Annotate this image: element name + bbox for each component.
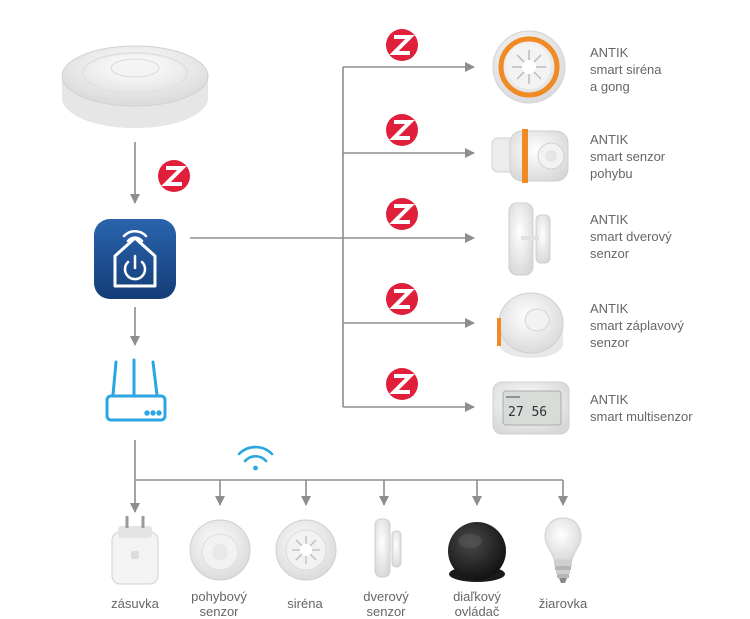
zigbee-door-sensor-device	[508, 202, 551, 276]
zigbee-icon	[386, 283, 418, 315]
device-name-line2: senzor	[590, 246, 630, 261]
device-name-line1: smart záplavový	[590, 318, 684, 333]
wifi-device-label-remote: diaľkový ovládač	[432, 589, 522, 619]
device-name-line1: smart siréna	[590, 62, 662, 77]
svg-text:27 56: 27 56	[508, 405, 547, 420]
zigbee-device-label-multisensor: ANTIK smart multisenzor	[590, 391, 693, 425]
device-brand: ANTIK	[590, 45, 629, 60]
wifi-device-label-siren: siréna	[260, 596, 350, 611]
device-brand: ANTIK	[590, 212, 629, 227]
device-name-line1: smart multisenzor	[590, 409, 693, 424]
zigbee-device-label-siren: ANTIK smart siréna a gong	[590, 44, 662, 95]
wifi-door-sensor-device	[374, 518, 402, 578]
device-name-line1: smart dverový	[590, 229, 672, 244]
zigbee-icon	[386, 198, 418, 230]
wifi-device-label-socket: zásuvka	[90, 596, 180, 611]
wifi-motion-sensor-device	[189, 519, 251, 581]
zigbee-hub	[61, 45, 209, 128]
zigbee-flood-sensor-device	[497, 292, 564, 358]
device-name-line1: diaľkový	[453, 589, 501, 604]
connector-lines	[130, 62, 568, 513]
device-name-line1: zásuvka	[111, 596, 159, 611]
wifi-device-label-bulb: žiarovka	[518, 596, 608, 611]
device-name-line1: dverový	[363, 589, 409, 604]
smart-home-app-icon	[94, 219, 176, 299]
device-name-line1: pohybový	[191, 589, 247, 604]
device-name-line1: siréna	[287, 596, 323, 611]
device-brand: ANTIK	[590, 392, 629, 407]
zigbee-icon	[386, 29, 418, 61]
zigbee-multisensor-device: 27 56	[492, 381, 570, 435]
device-name-line2: senzor	[590, 335, 630, 350]
wifi-icon	[237, 445, 274, 471]
router-icon	[105, 358, 167, 422]
device-name-line1: žiarovka	[538, 596, 588, 611]
wifi-bulb-device	[544, 517, 582, 583]
zigbee-icon	[386, 114, 418, 146]
device-name-line2: ovládač	[454, 604, 500, 619]
wifi-socket-device	[111, 516, 159, 585]
zigbee-icon	[386, 368, 418, 400]
device-name-line2: senzor	[366, 604, 406, 619]
wifi-remote-controller-device	[448, 522, 506, 582]
device-brand: ANTIK	[590, 132, 629, 147]
device-name-line2: senzor	[199, 604, 239, 619]
zigbee-siren-device	[492, 30, 566, 104]
wifi-siren-device	[275, 519, 337, 581]
device-name-line2: pohybu	[590, 166, 633, 181]
device-name-line2: a gong	[590, 79, 630, 94]
zigbee-device-label-flood: ANTIK smart záplavový senzor	[590, 300, 684, 351]
zigbee-icons	[158, 29, 418, 400]
zigbee-device-label-motion: ANTIK smart senzor pohybu	[590, 131, 665, 182]
wifi-device-label-door: dverový senzor	[341, 589, 431, 619]
device-name-line1: smart senzor	[590, 149, 666, 164]
zigbee-motion-sensor-device	[491, 129, 569, 183]
wifi-device-label-motion: pohybový senzor	[174, 589, 264, 619]
zigbee-device-label-door: ANTIK smart dverový senzor	[590, 211, 672, 262]
device-brand: ANTIK	[590, 301, 629, 316]
zigbee-icon	[158, 160, 190, 192]
